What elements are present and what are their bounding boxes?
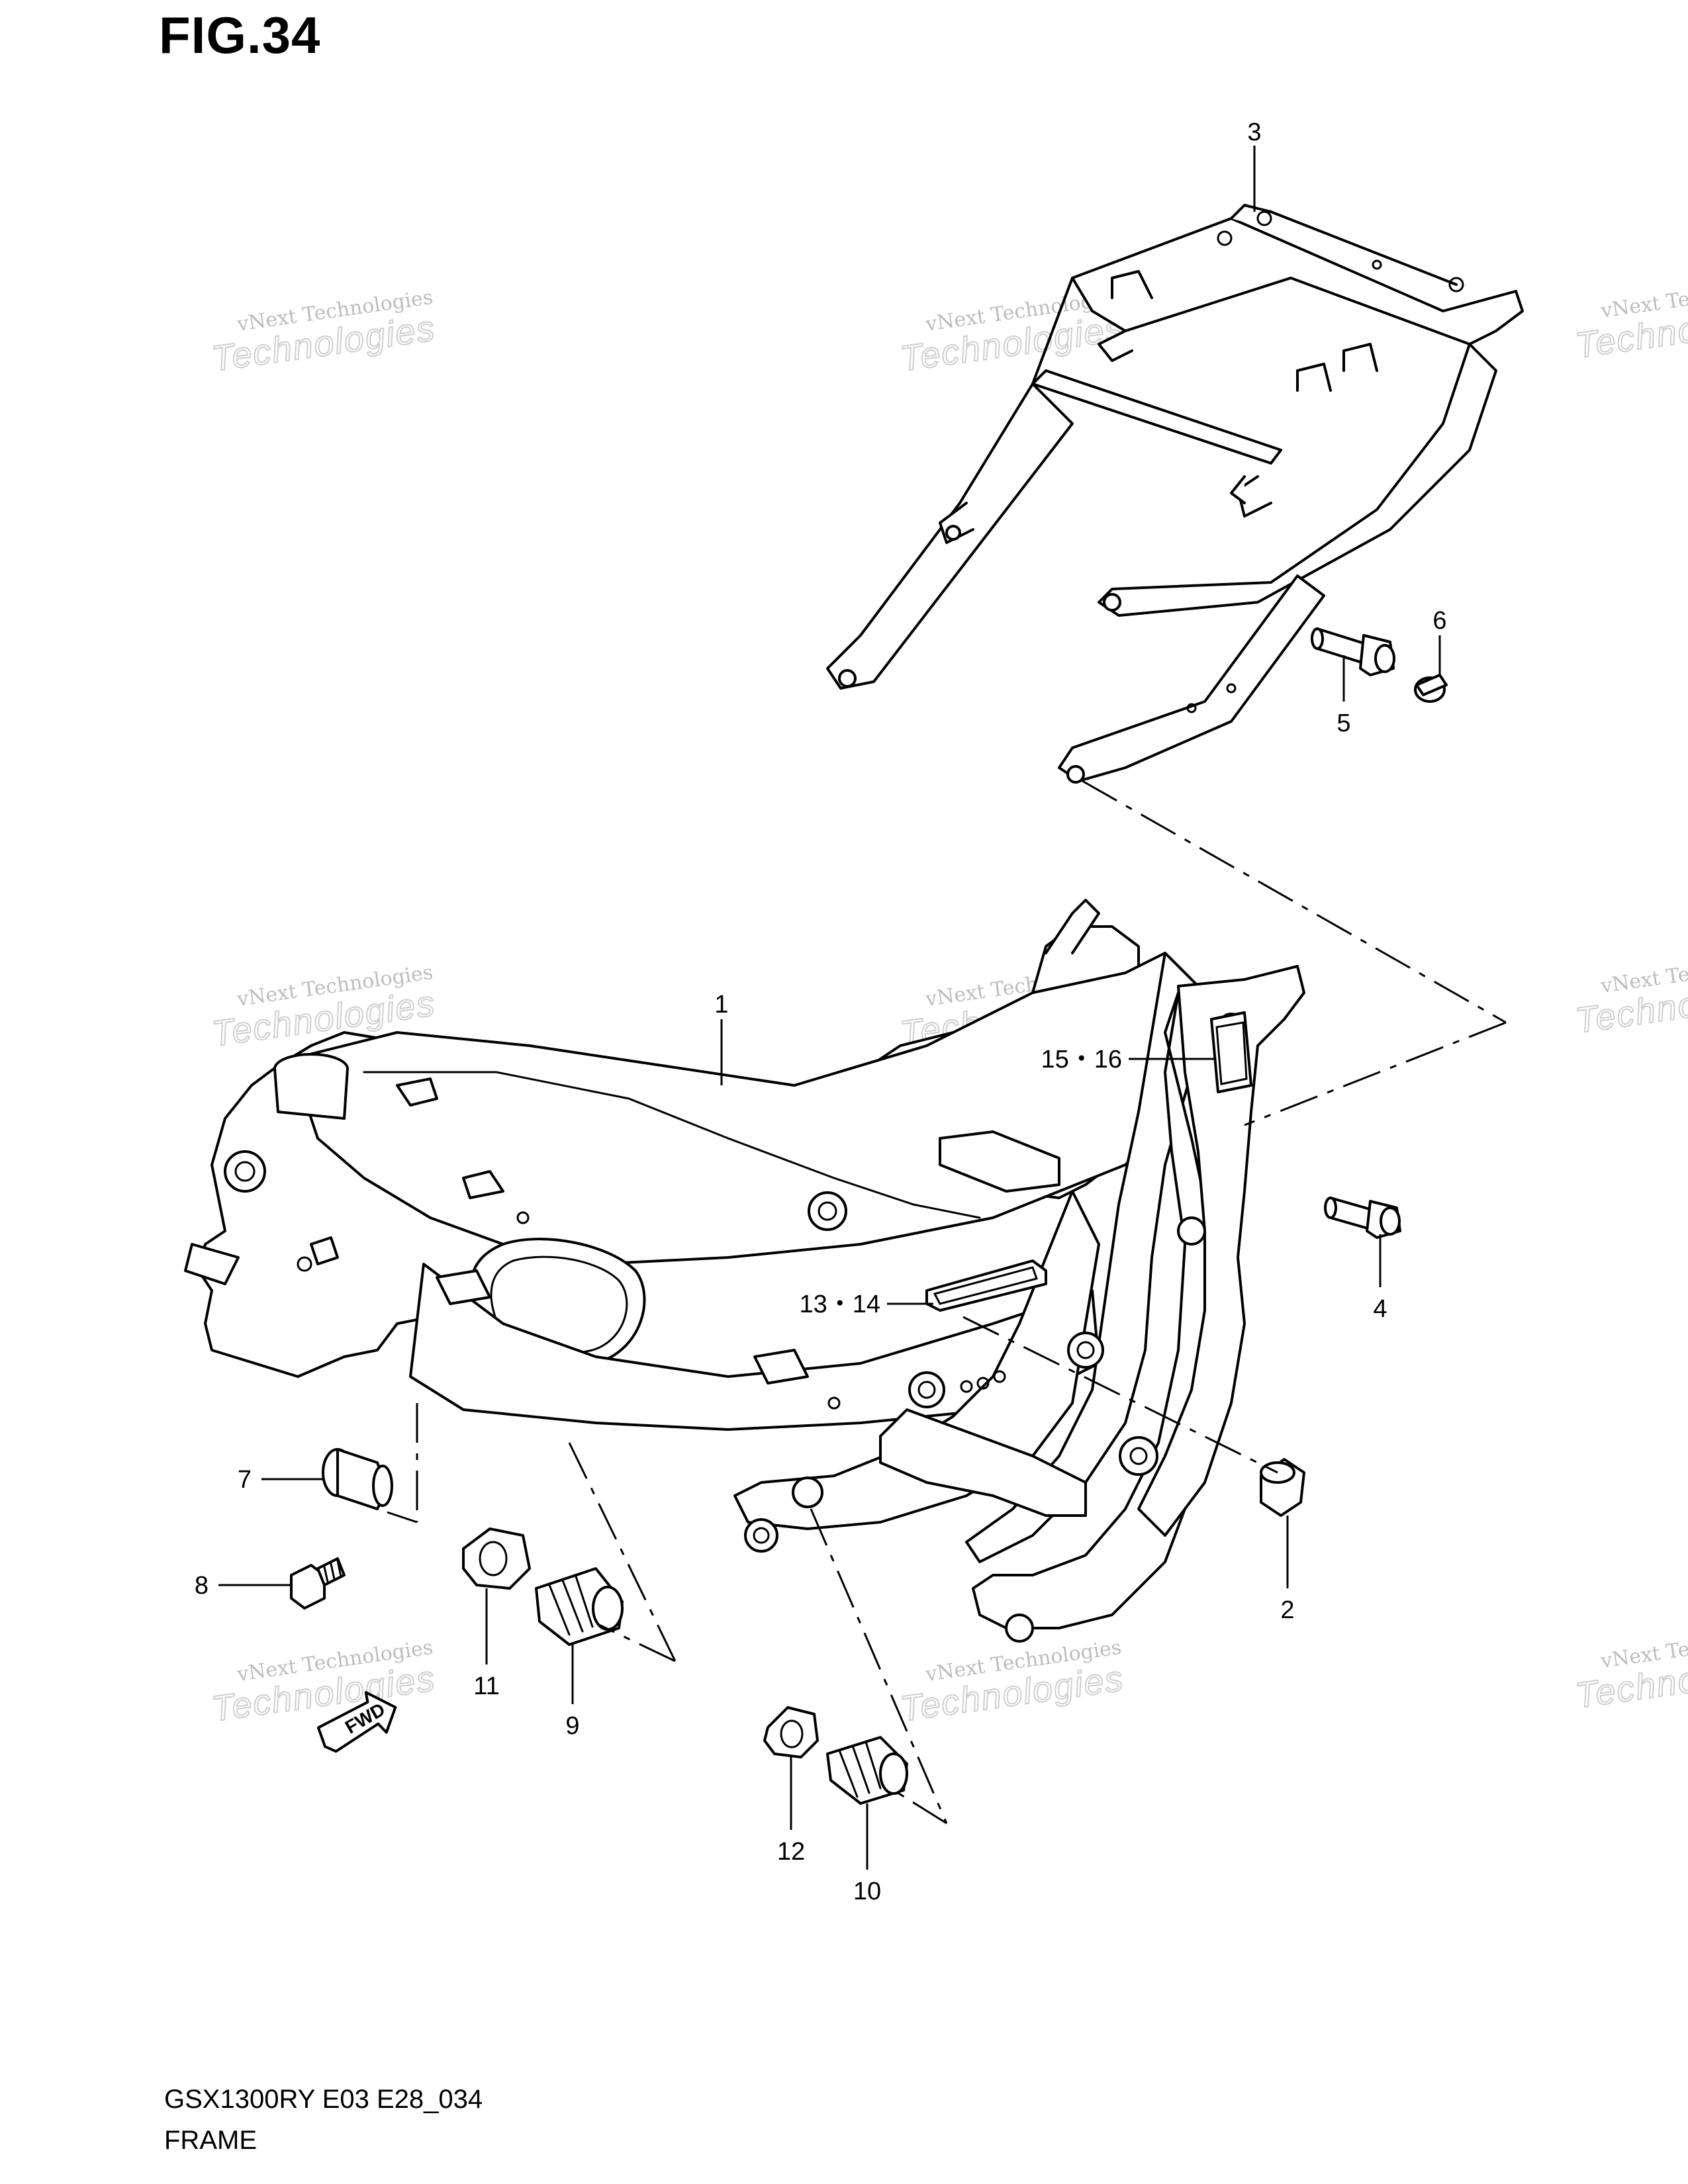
callout-5: 5	[1336, 709, 1350, 737]
callout-9: 9	[565, 1712, 579, 1740]
figure-name: FRAME	[164, 2126, 257, 2155]
callout-10: 10	[853, 1878, 881, 1905]
nut-part-11[interactable]	[462, 1527, 531, 1590]
main-frame-part-1[interactable]	[184, 899, 1305, 1643]
figure-title: FIG.34	[159, 6, 321, 64]
watermark: vNext Technologies Technologies	[1572, 948, 1688, 1042]
callout-7: 7	[238, 1466, 252, 1494]
seat-rail-part-3[interactable]	[826, 204, 1524, 784]
watermark: vNext Technologies Technologies	[209, 1636, 438, 1730]
watermark-group: vNext Technologies Technologies vNext Te…	[209, 273, 1688, 1730]
nut-part-12[interactable]	[763, 1706, 819, 1758]
adjuster-part-9[interactable]	[535, 1567, 624, 1646]
label-part-15-16[interactable]	[1210, 1011, 1252, 1093]
callout-3: 3	[1247, 118, 1261, 146]
bolt-part-5[interactable]	[1311, 627, 1395, 676]
bolt-part-8[interactable]	[290, 1557, 346, 1610]
leader-lines	[218, 146, 1507, 1870]
callout-12: 12	[777, 1838, 805, 1866]
watermark: vNext Technologies Technologies	[209, 961, 438, 1055]
adjuster-part-10[interactable]	[826, 1736, 908, 1805]
callout-11: 11	[473, 1672, 499, 1700]
callout-13-14: 13・14	[799, 1291, 880, 1318]
watermark: vNext Technologies Technologies	[897, 1636, 1127, 1730]
callout-8: 8	[195, 1572, 209, 1600]
callout-labels: 3 1 15・16 13・14 4 5 6 2 7 8 11 9 12 10	[195, 118, 1447, 1905]
callout-1: 1	[714, 991, 728, 1019]
callout-4: 4	[1373, 1295, 1387, 1323]
watermark: vNext Technologies Technologies	[1572, 273, 1688, 367]
callout-6: 6	[1432, 607, 1446, 635]
callout-2: 2	[1280, 1596, 1294, 1624]
watermark: vNext Technologies Technologies	[1572, 1623, 1688, 1717]
watermark: vNext Technologies Technologies	[209, 286, 438, 380]
figure-code: GSX1300RY E03 E28_034	[164, 2085, 483, 2114]
callout-15-16: 15・16	[1041, 1046, 1122, 1073]
cap-part-6[interactable]	[1414, 674, 1448, 703]
collar-part-7[interactable]	[322, 1448, 393, 1510]
bolt-part-4[interactable]	[1324, 1197, 1401, 1239]
